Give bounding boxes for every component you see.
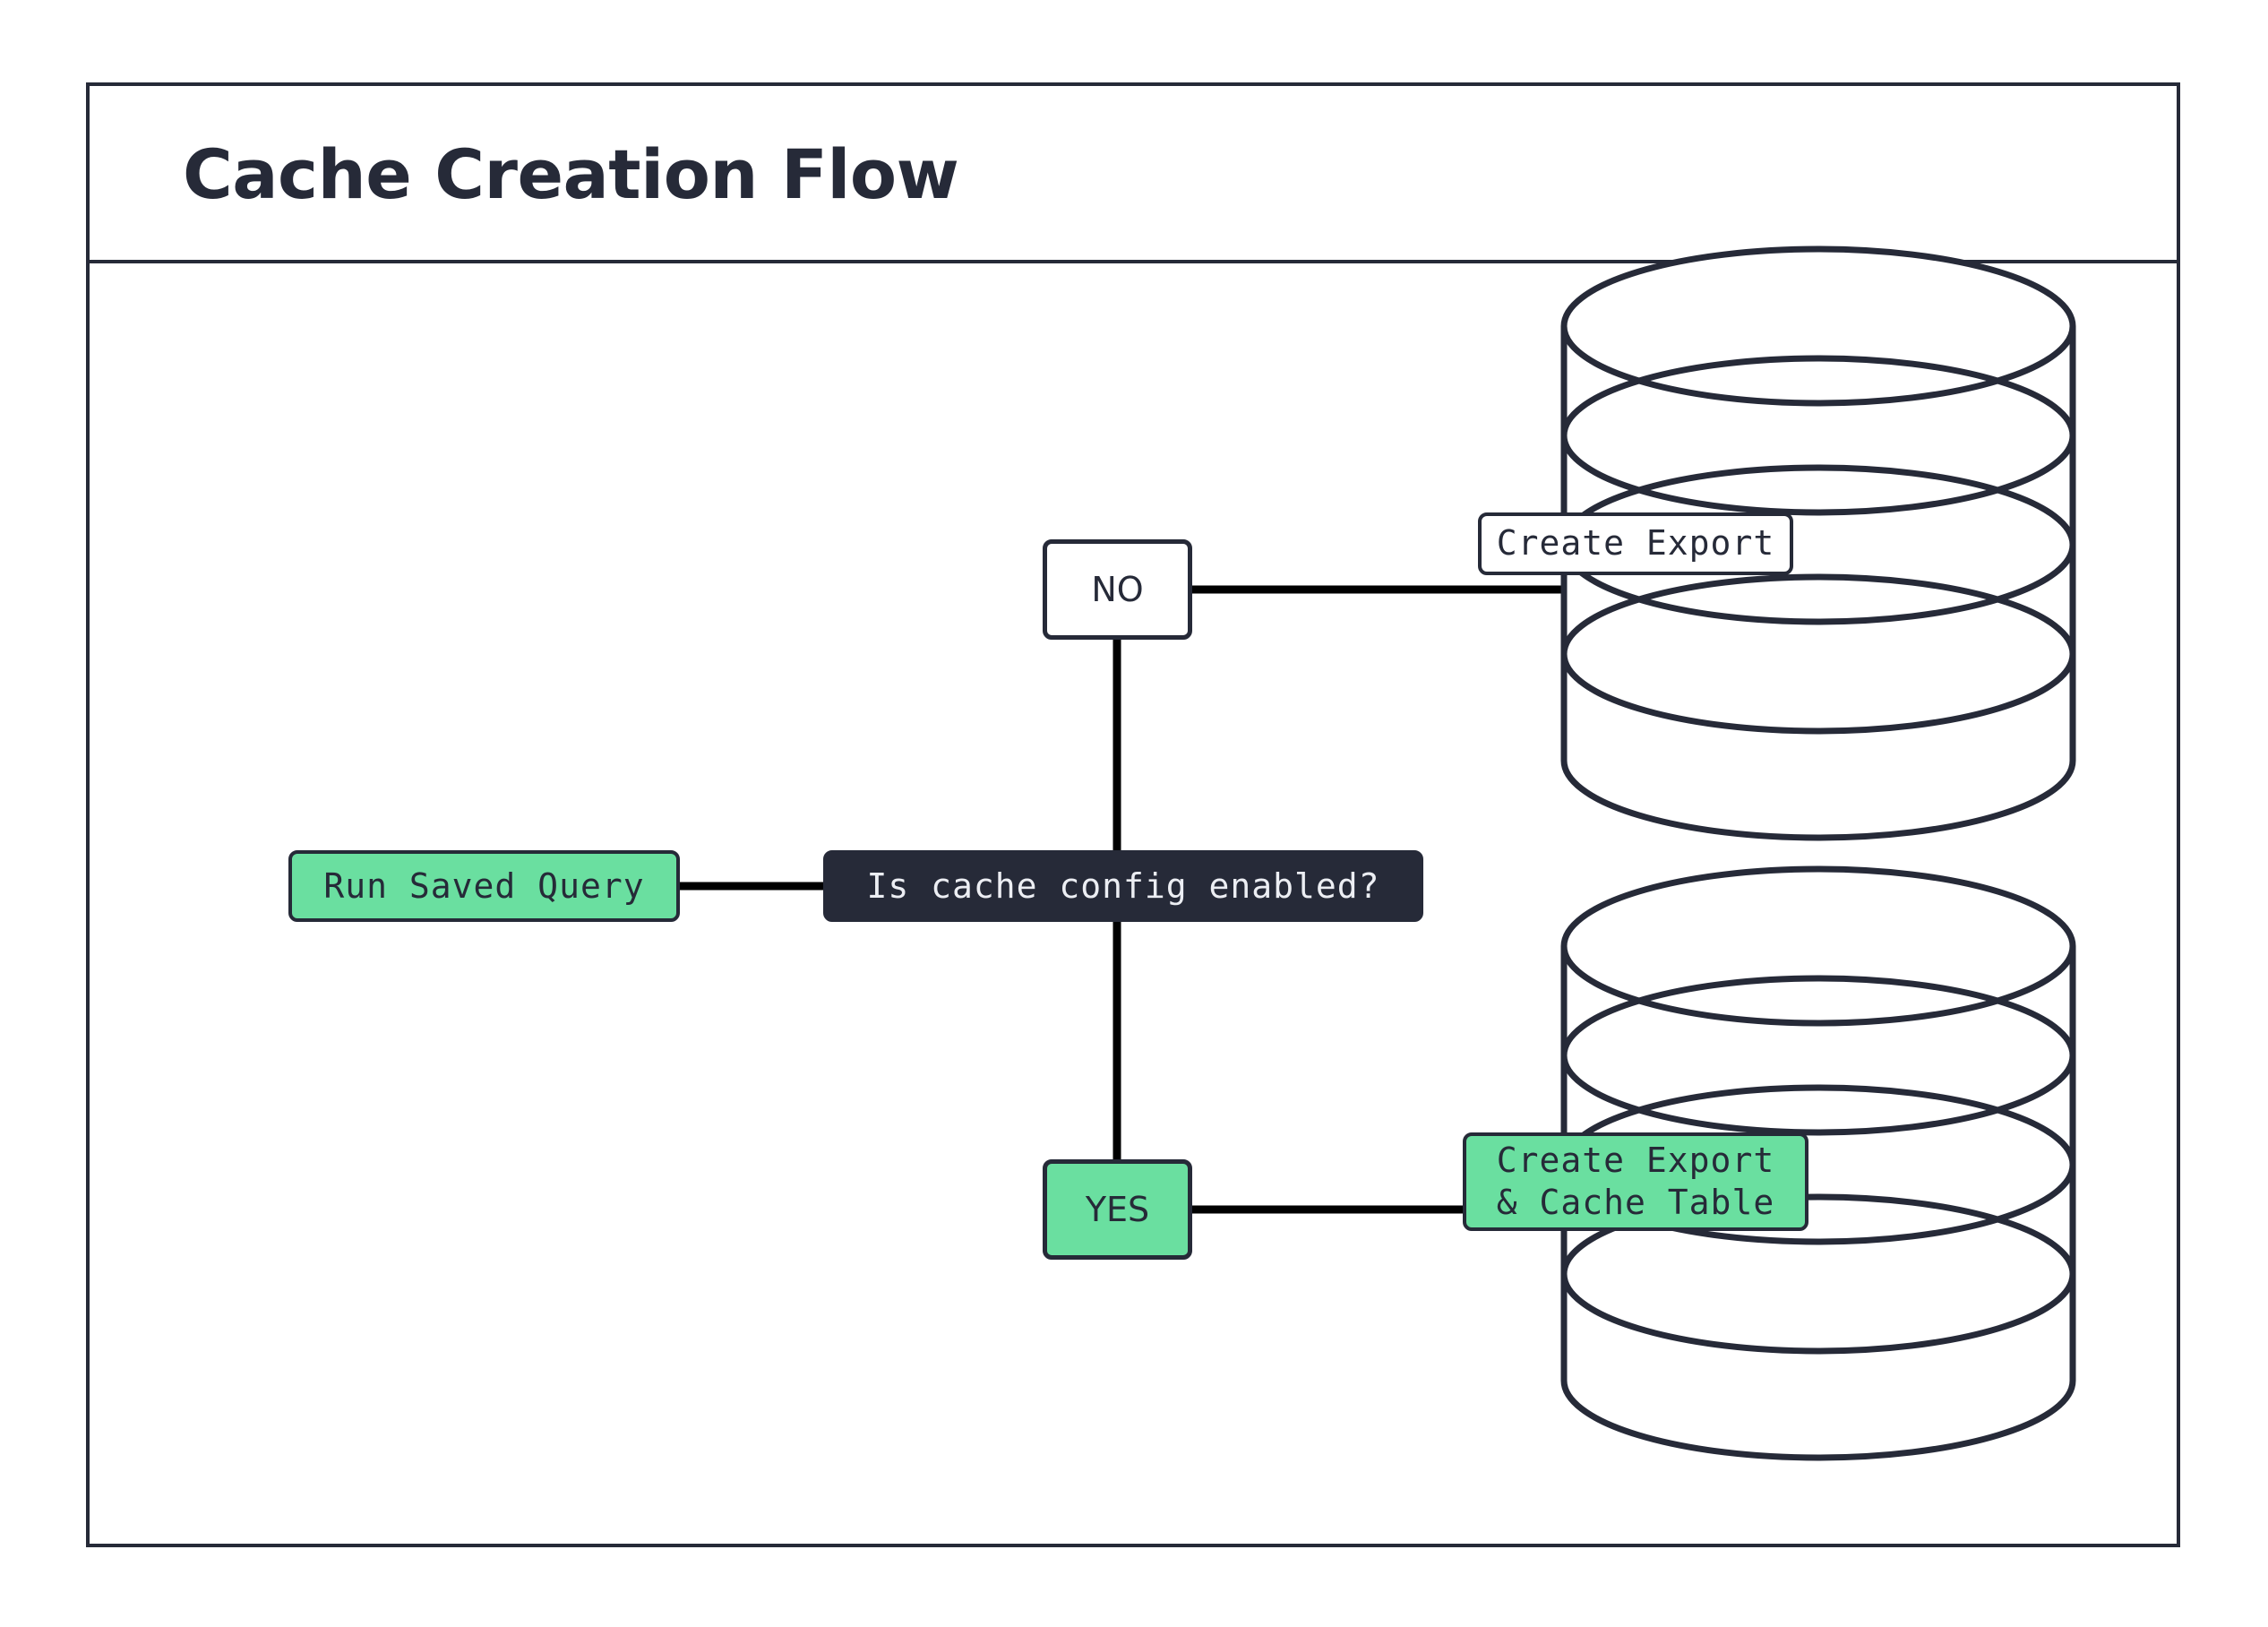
database-cylinder-create-export-cache [1560, 865, 2076, 1461]
diagram-frame: Cache Creation Flow [86, 82, 2180, 1547]
node-create-export-cache-table-label[interactable]: Create Export & Cache Table [1463, 1132, 1808, 1231]
page-title: Cache Creation Flow [183, 134, 959, 214]
node-branch-yes[interactable]: YES [1043, 1159, 1192, 1260]
diagram-header: Cache Creation Flow [90, 86, 2177, 263]
database-cylinder-create-export [1560, 245, 2076, 841]
node-create-export-label[interactable]: Create Export [1478, 512, 1793, 575]
connectors-and-shapes [680, 245, 2076, 1461]
node-branch-no[interactable]: NO [1043, 539, 1192, 640]
node-is-cache-config-enabled[interactable]: Is cache config enabled? [823, 850, 1423, 922]
flow-canvas: Run Saved Query Is cache config enabled?… [90, 86, 2184, 1551]
node-run-saved-query[interactable]: Run Saved Query [288, 850, 680, 922]
